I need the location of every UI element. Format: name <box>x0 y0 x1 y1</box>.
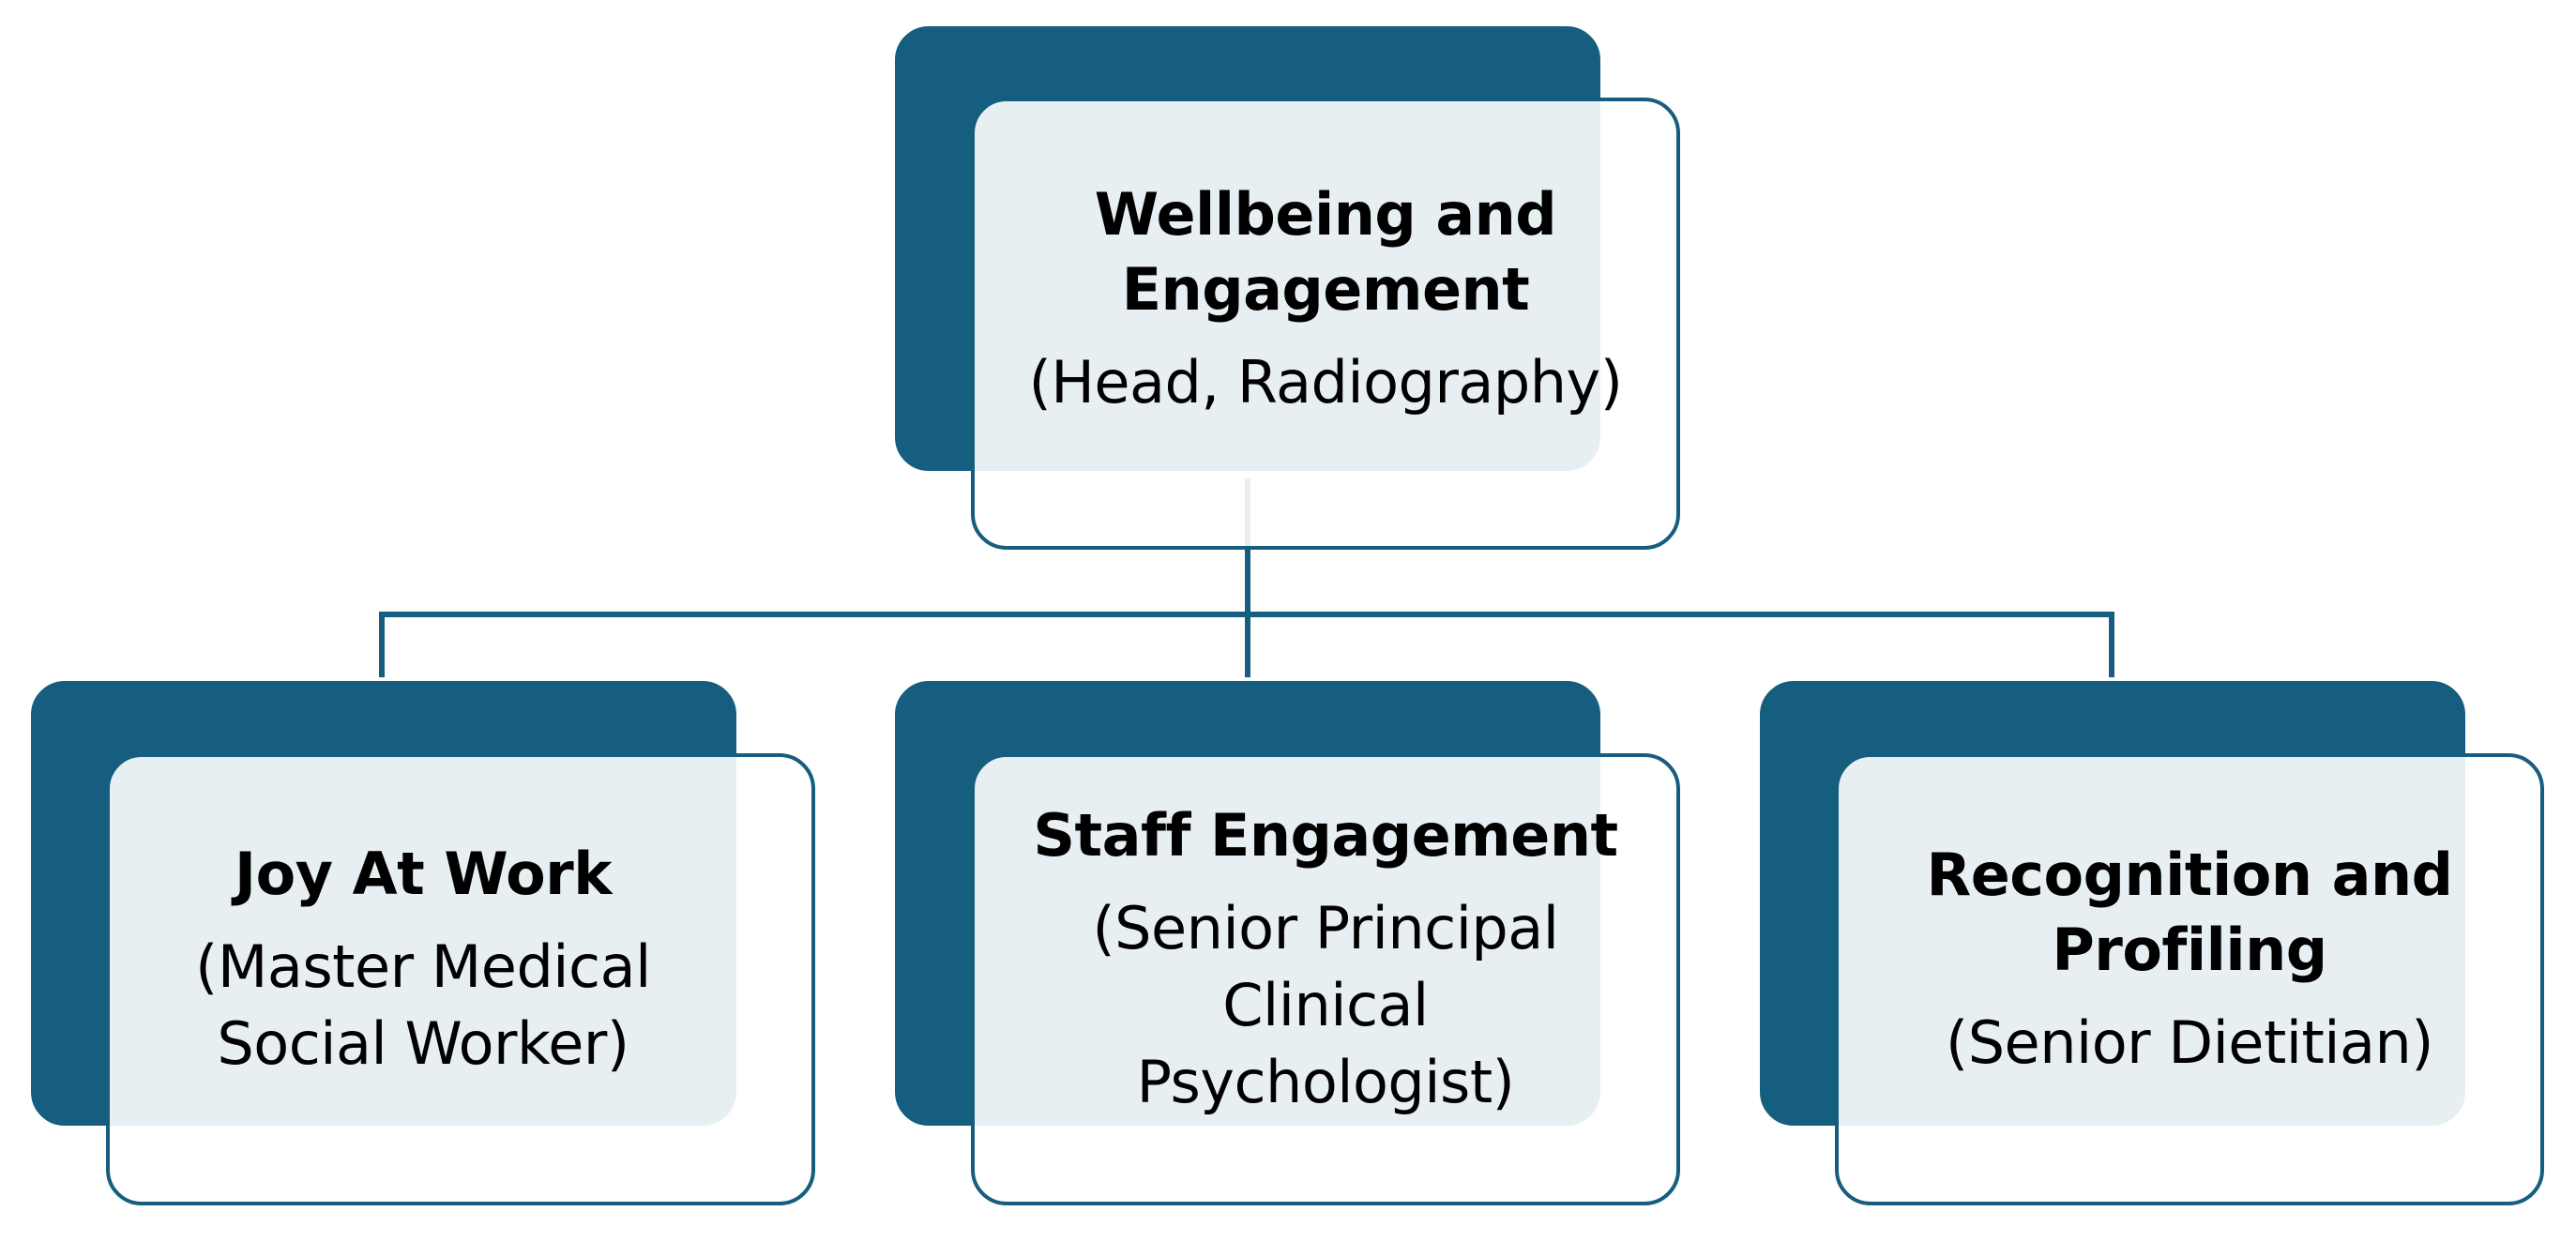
child-node-content: Recognition and Profiling (Senior Dietit… <box>1835 753 2544 1166</box>
child-node-subtitle: (Senior Principal Clinical Psychologist) <box>1092 894 1559 1116</box>
root-node-subtitle: (Head, Radiography) <box>1028 348 1623 417</box>
root-node-front-panel <box>971 98 1680 550</box>
child-node-title: Staff Engagement <box>1033 801 1618 870</box>
child-node-front-panel <box>1835 753 2544 1205</box>
child-node-content: Staff Engagement (Senior Principal Clini… <box>971 753 1680 1166</box>
child-node-subtitle: (Senior Dietitian) <box>1946 1008 2434 1077</box>
root-node-content: Wellbeing and Engagement (Head, Radiogra… <box>971 98 1680 501</box>
child-node-front-panel <box>971 753 1680 1205</box>
child-node-subtitle: (Master Medical Social Worker) <box>195 932 651 1078</box>
child-node-title: Joy At Work <box>235 840 612 908</box>
child-node-title: Recognition and Profiling <box>1926 841 2453 984</box>
child-node-front-panel <box>106 753 815 1205</box>
child-node-content: Joy At Work (Master Medical Social Worke… <box>106 753 815 1166</box>
root-node-title: Wellbeing and Engagement <box>1094 180 1557 324</box>
